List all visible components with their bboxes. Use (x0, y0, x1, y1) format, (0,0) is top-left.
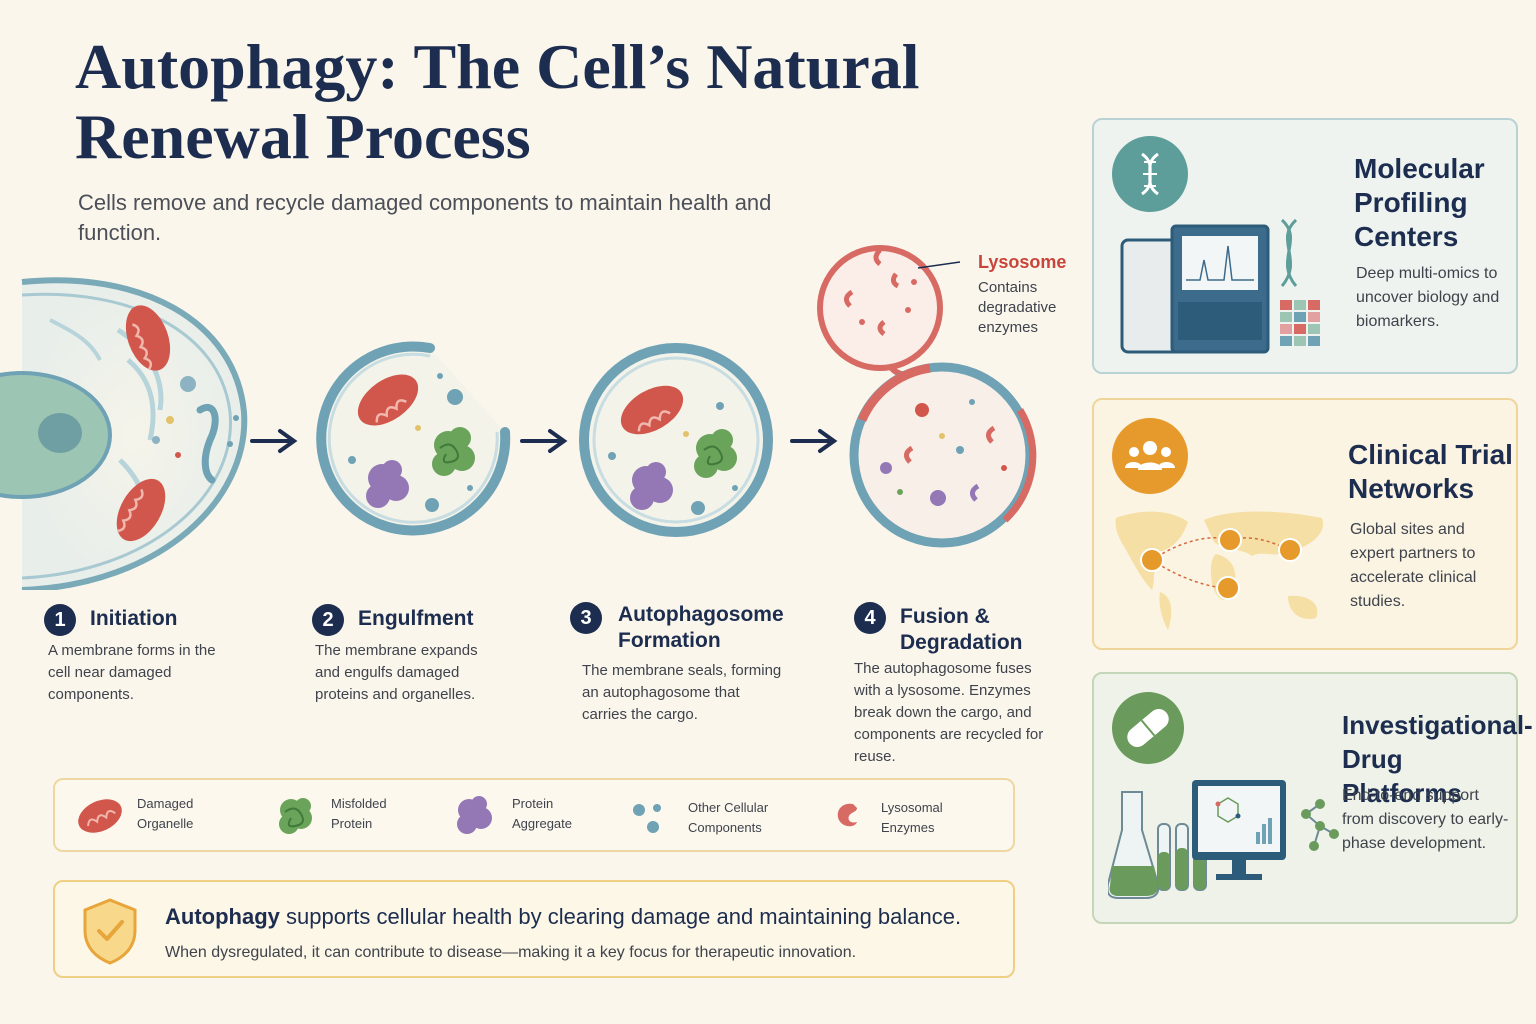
step-number: 4 (854, 602, 886, 634)
arrow-icon (790, 429, 838, 453)
pill-icon (1112, 692, 1184, 764)
misfolded-protein-icon (279, 798, 312, 834)
step-description: The membrane seals, forming an autophago… (582, 662, 782, 723)
legend-label: Damaged Organelle (137, 796, 194, 831)
card-title: Molecular Profiling Centers (1354, 153, 1485, 252)
lysosome-label: Lysosome (978, 252, 1067, 272)
card-title: Investigational-Drug Platforms (1342, 710, 1533, 808)
dna-icon (1112, 136, 1188, 212)
sequencer-icon (1120, 218, 1320, 354)
legend-label: Other Cellular Components (688, 800, 769, 835)
people-icon (1112, 418, 1188, 494)
protein-aggregate-icon (457, 796, 492, 834)
legend-label: Lysosomal Enzymes (881, 800, 943, 835)
step-title: Initiation (90, 607, 178, 630)
mitochondrion-icon (78, 799, 122, 833)
summary-box: Autophagy supports cellular health by cl… (53, 880, 1015, 978)
step-number: 2 (312, 604, 344, 636)
card-title: Clinical Trial Networks (1348, 439, 1513, 504)
arrow-icon (250, 429, 298, 453)
card-molecular-profiling: Molecular Profiling Centers Deep multi-o… (1092, 118, 1518, 374)
step-number: 1 (44, 604, 76, 636)
shield-check-icon (83, 898, 137, 965)
page-title: Autophagy: The Cell’s Natural Renewal Pr… (75, 31, 920, 172)
card-investigational-drug: Investigational-Drug Platforms End-to-en… (1092, 672, 1533, 924)
cell-illustration (0, 277, 248, 590)
step-description: A membrane forms in the cell near damage… (48, 642, 216, 703)
lysosome-description: Contains degradative enzymes (978, 279, 1057, 336)
arrow-icon (520, 429, 568, 453)
step-title: Autophagosome Formation (618, 603, 784, 652)
legend-label: Misfolded Protein (331, 796, 387, 831)
summary-headline-text: supports cellular health by clearing dam… (279, 904, 962, 929)
dots-icon (633, 804, 661, 833)
step-description: The membrane expands and engulfs damaged… (315, 642, 478, 703)
step-title: Engulfment (358, 607, 474, 630)
card-clinical-trial: Clinical Trial Networks Global sites and… (1092, 398, 1518, 650)
page-subtitle: Cells remove and recycle damaged compone… (78, 190, 772, 245)
summary-headline-keyword: Autophagy (165, 904, 280, 929)
step-title: Fusion & Degradation (900, 605, 1023, 654)
autophagy-diagram (0, 245, 1037, 590)
engulfment-illustration (316, 341, 511, 536)
card-description: End-to-end support from discovery to ear… (1342, 787, 1509, 852)
lab-equipment-icon (1108, 780, 1339, 899)
legend-label: Protein Aggregate (512, 796, 572, 831)
step-number: 3 (570, 602, 602, 634)
legend: Damaged Organelle Misfolded Protein Prot… (53, 778, 1015, 852)
world-map-icon (1115, 511, 1324, 630)
autophagosome-illustration (579, 343, 773, 537)
enzyme-icon (837, 803, 857, 827)
card-description: Deep multi-omics to uncover biology and … (1356, 265, 1500, 330)
card-description: Global sites and expert partners to acce… (1350, 521, 1477, 610)
summary-headline: Autophagy supports cellular health by cl… (165, 904, 961, 930)
fusion-illustration (817, 245, 1037, 548)
step-description: The autophagosome fuses with a lysosome.… (854, 660, 1044, 765)
summary-subline: When dysregulated, it can contribute to … (165, 944, 857, 961)
